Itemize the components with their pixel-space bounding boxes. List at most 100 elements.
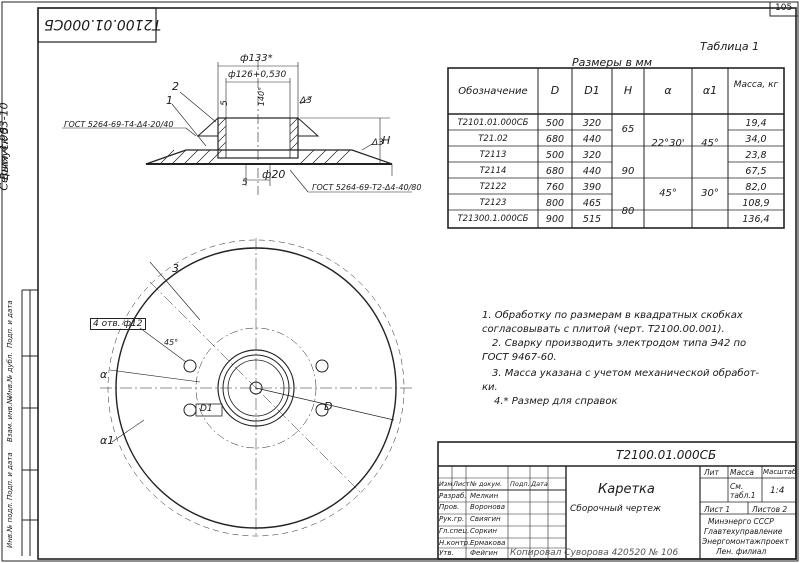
h-90: 90 <box>621 166 635 177</box>
table-cell: 34,0 <box>745 134 767 145</box>
staff-role: Рук.гр. <box>439 515 465 523</box>
th-alpha: α <box>664 84 672 97</box>
th-d1: D1 <box>584 84 600 97</box>
staff-role: Пров. <box>439 503 460 511</box>
sign-date2-label: Подп. и дата <box>6 300 14 348</box>
table-cell-designation: Т2101.01.000СБ <box>457 118 529 128</box>
sheet-label: Лист 1 <box>704 505 731 514</box>
pos-1: 1 <box>166 94 173 107</box>
staff-name: Ермакова <box>470 539 506 547</box>
table-cell: 440 <box>582 166 602 177</box>
staff-role: Гл.спец. <box>439 527 470 535</box>
tb-col-doc: № докум. <box>470 480 503 488</box>
alpha1-a: 45° <box>701 138 719 149</box>
table-cell-designation: Т21.02 <box>478 134 508 144</box>
pos-3: 3 <box>172 262 179 275</box>
table-cell: 800 <box>545 198 565 209</box>
table-cell: 67,5 <box>745 166 767 177</box>
table-cell: 108,9 <box>742 198 770 209</box>
section-view <box>62 60 412 195</box>
holes-label: 4 отв. ф12 <box>90 318 146 330</box>
dim-alpha: α <box>100 368 108 381</box>
title-block <box>437 441 797 560</box>
bottom-5: 5 <box>242 178 248 188</box>
table-cell-designation: Т21300.1.000СБ <box>457 214 529 224</box>
scale-value: 1:4 <box>770 486 785 496</box>
alpha1-b: 30° <box>701 188 719 199</box>
table-cell: 19,4 <box>745 118 767 129</box>
gost-top: ГОСТ 5264-69-Т4-Δ4-20/40 <box>64 120 174 129</box>
doc-type: Сборочный чертеж <box>570 504 662 514</box>
staff-name: Соркин <box>470 527 497 535</box>
top-code-box <box>37 7 157 43</box>
table-cell: 320 <box>582 150 602 161</box>
staff-role: Разраб. <box>439 492 467 500</box>
inner-frame <box>37 7 797 560</box>
th-d: D <box>550 84 560 97</box>
org-line: Энергомонтажпроект <box>702 537 789 546</box>
plan-view <box>100 238 412 538</box>
table-cell-designation: Т2113 <box>479 150 507 160</box>
inv-orig-label: Инв.№ подл. <box>6 501 14 548</box>
staff-role: Н.контр. <box>439 539 471 547</box>
table-cell: 900 <box>545 214 565 225</box>
alpha-a: 22°30' <box>651 138 685 149</box>
table-cell-designation: Т2123 <box>479 198 507 208</box>
size-table <box>447 67 785 229</box>
staff-name: Свиягин <box>470 515 501 523</box>
gost-bottom: ГОСТ 5264-69-Т2-Δ4-40/80 <box>312 183 422 192</box>
alpha-b: 45° <box>659 188 677 199</box>
chamfer-right: Δ3 <box>372 138 384 148</box>
sheets-label: Листов 2 <box>752 505 788 514</box>
note-line: 3. Масса указана с учетом механической о… <box>492 368 760 379</box>
staff-name: Воронова <box>470 503 506 511</box>
table-cell: 760 <box>545 182 565 193</box>
col-mass: Масса <box>730 468 754 477</box>
org-line: Лен. филиал <box>716 547 767 556</box>
note-line: согласовывать с плитой (черт. Т2100.00.0… <box>482 324 725 335</box>
org-line: Главтехуправление <box>704 527 783 536</box>
angle-140: 140° <box>257 86 267 107</box>
dim-5: 5 <box>219 100 230 106</box>
copy-footer: Копировал Суворова 420520 № 106 <box>510 548 679 558</box>
dim-20: ф20 <box>262 168 286 181</box>
table-cell: 680 <box>545 134 565 145</box>
th-alpha1: α1 <box>702 84 718 97</box>
dim-133: ф133* <box>240 53 273 64</box>
issue-label: Выпуск 5 <box>0 127 11 180</box>
inv-dup2-label: Инв.№ дубл. <box>6 352 14 398</box>
note-line: 1. Обработку по размерам в квадратных ск… <box>482 310 743 321</box>
note-line: ГОСТ 9467-60. <box>482 352 557 363</box>
col-scale: Масштаб <box>763 468 797 476</box>
table-cell: 23,8 <box>745 150 767 161</box>
table-cell: 390 <box>582 182 602 193</box>
dim-d: D <box>324 400 333 413</box>
mass-value: См. табл.1 <box>730 482 756 500</box>
tb-col-izm: Изм <box>439 480 453 488</box>
inv-dup-label: Взам. инв.№ <box>6 396 14 442</box>
h-80: 80 <box>621 206 635 217</box>
th-designation: Обозначение <box>458 86 528 97</box>
h-65: 65 <box>621 124 635 135</box>
col-lit: Лит <box>704 468 719 477</box>
staff-name: Фейгин <box>470 549 498 557</box>
dim-alpha1: α1 <box>100 434 115 447</box>
table-cell: 680 <box>545 166 565 177</box>
tb-col-list: Лист <box>453 480 470 488</box>
table-cell: 500 <box>545 118 565 129</box>
table-cell: 500 <box>545 150 565 161</box>
note-line: 4.* Размер для справок <box>494 396 618 407</box>
table-cell: 136,4 <box>742 214 770 225</box>
table-cell: 465 <box>582 198 602 209</box>
tb-col-sign: Подп. <box>510 480 530 488</box>
dim-126: ф126+0,530 <box>228 70 287 80</box>
th-mass: Масса, кг <box>733 80 779 90</box>
dim-h: H <box>382 134 391 147</box>
table-cell: 440 <box>582 134 602 145</box>
table-caption: Таблица 1 <box>700 40 760 53</box>
tb-col-date: Дата <box>531 480 548 488</box>
table-cell: 320 <box>582 118 602 129</box>
th-h: H <box>623 84 633 97</box>
